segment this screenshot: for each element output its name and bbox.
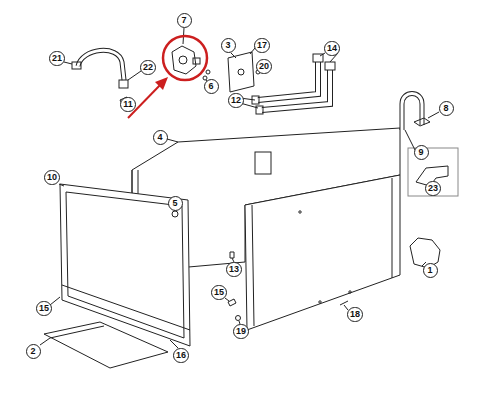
kick-plate <box>44 322 168 368</box>
callout-number: 22 <box>140 60 156 75</box>
callout-number: 23 <box>425 181 441 196</box>
callout-number: 16 <box>173 348 189 363</box>
callout-number: 19 <box>233 324 249 339</box>
callout-number: 8 <box>439 101 454 116</box>
callout-number: 3 <box>221 38 236 53</box>
valve-bracket <box>228 52 254 92</box>
callout-number: 9 <box>414 145 429 160</box>
callout-number: 2 <box>26 344 41 359</box>
callout-number: 15 <box>36 301 52 316</box>
callout-number: 10 <box>44 170 60 185</box>
callout-number: 17 <box>254 38 270 53</box>
callout-number: 11 <box>120 97 136 112</box>
water-valve <box>172 46 196 74</box>
callout-number: 4 <box>153 130 168 145</box>
callout-number: 5 <box>168 196 183 211</box>
callout-number: 1 <box>423 263 438 278</box>
callout-number: 18 <box>347 307 363 322</box>
panel-cutout <box>255 152 271 174</box>
callout-number: 13 <box>226 262 242 277</box>
callout-number: 20 <box>256 59 272 74</box>
side-panel <box>245 175 400 330</box>
callout-number: 6 <box>204 79 219 94</box>
callout-number: 12 <box>228 93 244 108</box>
highlight-circle <box>163 36 207 80</box>
callout-number: 15 <box>211 285 227 300</box>
front-panel <box>60 184 190 346</box>
callout-number: 14 <box>324 41 340 56</box>
callout-number: 7 <box>177 13 192 28</box>
callout-number: 21 <box>49 51 65 66</box>
